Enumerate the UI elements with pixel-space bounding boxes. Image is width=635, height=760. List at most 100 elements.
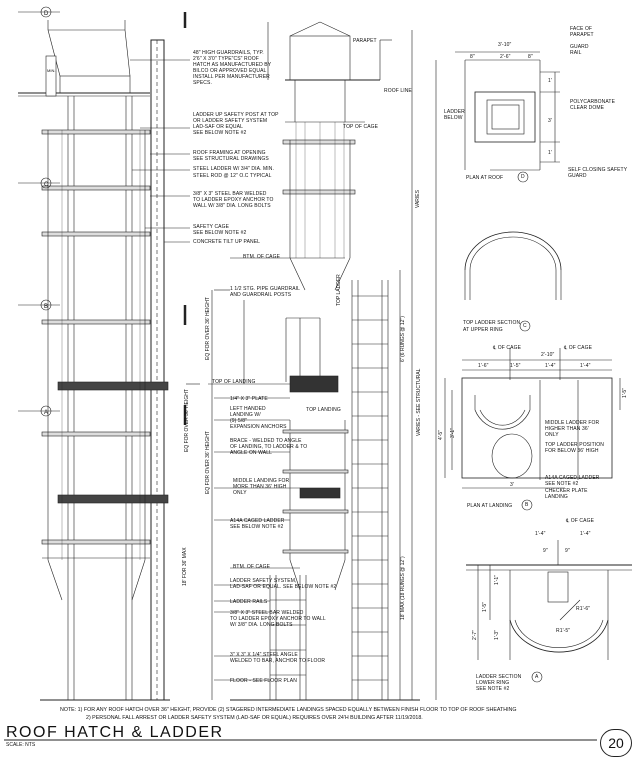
ladder-section-lower — [466, 540, 632, 683]
landing-top-ladder-2: FOR BELOW 36' HIGH — [545, 448, 599, 454]
landing-top-ladder-1: TOP LADDER POSITION — [545, 442, 604, 448]
landing-dim-3: 1'-4" — [545, 363, 556, 369]
marker-d: D — [521, 174, 525, 180]
callout-caged-ladder-2: SEE BELOW NOTE #2 — [230, 524, 284, 530]
roof-dome-2: CLEAR DOME — [570, 105, 605, 111]
left-elevation: MIN. D C B A — [18, 6, 190, 701]
callout-steel-ladder-1: STEEL LADDER W/ 3/4" DIA. MIN. — [193, 166, 274, 172]
roof-dim-c: 8" — [528, 54, 533, 60]
callout-brace-3: ANGLE ON WALL — [230, 450, 272, 456]
landing-dim-4: 1'-4" — [580, 363, 591, 369]
callout-steel-bar-mid-1: 3/8" X 3" STEEL BAR WELDED — [230, 610, 304, 616]
general-note-1: NOTE: 1) FOR ANY ROOF HATCH OVER 36" HEI… — [60, 707, 517, 713]
label-eq-upper: EQ FOR OVER 36' HEIGHT — [205, 297, 211, 360]
callout-hatch-3: BILCO OR APPROVED EQUAL — [193, 68, 267, 74]
roof-dim-top: 3'-10" — [498, 42, 512, 48]
callout-middle-landing-1: MIDDLE LANDING FOR — [233, 478, 290, 484]
landing-middle-ladder-3: ONLY — [545, 432, 559, 438]
landing-caged-2: SEE NOTE #2 — [545, 481, 579, 487]
callout-floor: FLOOR - SEE FLOOR PLAN — [230, 678, 297, 684]
lower-title-3: SEE NOTE #2 — [476, 686, 510, 692]
label-top-of-landing: TOP OF LANDING — [212, 379, 256, 385]
callout-safety-cage-2: SEE BELOW NOTE #2 — [193, 230, 247, 236]
roof-dim-right-2: 3' — [548, 118, 552, 124]
label-rungs-upper: 6' (6 RUNGS @ 12") — [400, 316, 406, 362]
roof-dim-a: 8" — [470, 54, 475, 60]
lower-cl-cage: ℄ OF CAGE — [566, 518, 595, 524]
callout-left-landing-3: (9) 5/8" — [230, 418, 248, 424]
lower-title-2: LOWER RING — [476, 680, 510, 686]
svg-text:D: D — [44, 11, 49, 17]
general-note-2: 2) PERSONAL FALL ARREST OR LADDER SAFETY… — [86, 715, 423, 721]
roof-face-parapet-1: FACE OF — [570, 26, 593, 32]
callout-steel-bar-1: 3/8" X 3" STEEL BAR WELDED — [193, 191, 267, 197]
label-roof-line: ROOF LINE — [384, 88, 412, 94]
callout-guardrails: 48" HIGH GUARDRAILS, TYP. — [193, 50, 264, 56]
roof-dim-b: 2'-6" — [500, 54, 511, 60]
callout-steel-bar-mid-3: W/ 3/8" DIA. LONG BOLTS — [230, 622, 293, 628]
label-eq-mid: EQ FOR OVER 36' HEIGHT — [205, 431, 211, 494]
callout-safety-post-3: LAD-SAF OR EQUAL — [193, 124, 243, 130]
lower-dim-left-3: 1'-3" — [494, 630, 500, 640]
landing-dim-2: 1'-5" — [510, 363, 521, 369]
landing-dim-bottom: 3' — [510, 482, 514, 488]
landing-cl-cage-1: ℄ OF CAGE — [493, 345, 522, 351]
label-top-of-cage: TOP OF CAGE — [343, 124, 379, 130]
callout-steel-bar-2: TO LADDER EPOXY ANCHOR TO — [193, 197, 274, 203]
svg-text:C: C — [44, 182, 49, 188]
callout-safety-post-2: OR LADDER SAFETY SYSTEM — [193, 118, 268, 124]
lower-radius-2: R1'-5" — [556, 628, 571, 634]
label-varies: VARIES — [415, 190, 421, 208]
callout-safety-cage-1: SAFETY CAGE — [193, 224, 230, 230]
label-varies-structural: VARIES - SEE STRUCTURAL — [416, 368, 422, 436]
landing-dim-left-2: 3'-1" — [450, 428, 456, 438]
roof-gate-1: SELF CLOSING SAFETY — [568, 167, 628, 173]
middle-elevation — [186, 21, 437, 701]
landing-checker-1: CHECKER PLATE — [545, 488, 588, 494]
label-btm-of-cage-1: BTM. OF CAGE — [243, 254, 281, 260]
callout-steel-angle-1: 3" X 3" X 1/4" STEEL ANGLE — [230, 652, 298, 658]
callout-brace-2: OF LANDING, TO LADDER & TO — [230, 444, 308, 450]
label-top-landing: TOP LANDING — [306, 407, 341, 413]
roof-ladder-below-1: LADDER — [444, 109, 465, 115]
landing-dim-top: 2'-10" — [541, 352, 555, 358]
callout-safety-post-1: LADDER UP SAFETY POST AT TOP — [193, 112, 279, 118]
roof-guard-1: GUARD — [570, 44, 589, 50]
callout-left-landing-2: LANDING W/ — [230, 412, 261, 418]
landing-dim-right: 1'-5" — [622, 388, 628, 398]
callout-safety-post-4: SEE BELOW NOTE #2 — [193, 130, 247, 136]
callout-steel-ladder-2: STEEL ROD @ 12" O.C TYPICAL — [193, 173, 272, 179]
callout-safety-system-2: LAD-SAF OR EQUAL. SEE BELOW NOTE #2 — [230, 584, 337, 590]
landing-middle-ladder-1: MIDDLE LADDER FOR — [545, 420, 600, 426]
drawing-title: ROOF HATCH & LADDER — [6, 724, 224, 741]
label-rungs-lower: 18' MAX (18 RUNGS @ 12") — [400, 556, 406, 620]
svg-text:A: A — [44, 410, 48, 416]
roof-face-parapet-2: PARAPET — [570, 32, 594, 38]
landing-dim-1: 1'-6" — [478, 363, 489, 369]
callout-steel-angle-2: WELDED TO BAR, ANCHOR TO FLOOR — [230, 658, 326, 664]
callout-ladder-rails: LADDER RAILS — [230, 599, 268, 605]
lower-dim-left-2: 1'-5" — [482, 602, 488, 612]
lower-dim-4: 9" — [565, 548, 570, 554]
lower-radius-1: R1'-6" — [576, 606, 591, 612]
label-btm-of-cage-2: BTM. OF CAGE — [233, 564, 271, 570]
callout-steel-bar-3: WALL W/ 3/8" DIA. LONG BOLTS — [193, 203, 271, 209]
svg-text:MIN.: MIN. — [47, 68, 55, 73]
landing-dim-left-1: 4'-5" — [438, 430, 444, 440]
landing-checker-2: LANDING — [545, 494, 568, 500]
callout-middle-landing-2: MORE THAN 36' HIGH — [233, 484, 287, 490]
sheet-number: 20 — [600, 729, 632, 757]
svg-text:B: B — [44, 304, 48, 310]
drawing-scale: SCALE: NTS — [6, 742, 36, 748]
callout-left-landing-1: LEFT HANDED — [230, 406, 266, 412]
marker-b: B — [525, 502, 529, 508]
plan-at-roof-title: PLAN AT ROOF — [466, 175, 504, 181]
top-ladder-section — [464, 231, 562, 332]
roof-dim-right-3: 1' — [548, 150, 552, 156]
top-ladder-section-title-1: TOP LADDER SECTION — [463, 320, 521, 326]
callout-pipe-guardrail-1: 1 1/2 STG. PIPE GUARDRAIL — [230, 286, 301, 292]
callout-concrete-panel: CONCRETE TILT UP PANEL — [193, 239, 261, 245]
callout-roof-framing-2: SEE STRUCTURAL DRAWINGS — [193, 156, 269, 162]
